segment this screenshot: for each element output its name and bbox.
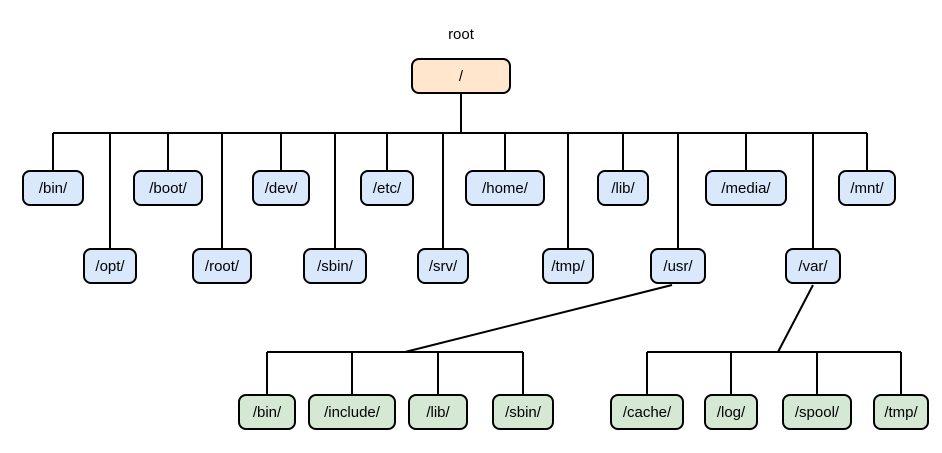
node-var-tmp: /tmp/ [873,394,929,430]
node-srv: /srv/ [417,248,469,284]
node-opt: /opt/ [83,248,137,284]
root-caption: root [448,26,474,43]
node-sbin: /sbin/ [303,248,367,284]
node-tmp: /tmp/ [542,248,594,284]
node-home: /home/ [465,170,545,206]
node-lib: /lib/ [597,170,649,206]
node-var-cache: /cache/ [610,394,684,430]
node-usr-lib: /lib/ [408,394,468,430]
edge-var-diagonal [777,284,814,353]
node-dev: /dev/ [252,170,310,206]
node-var-log: /log/ [704,394,758,430]
node-bin: /bin/ [22,170,84,206]
node-mnt: /mnt/ [838,170,896,206]
node-boot: /boot/ [133,170,203,206]
edge-usr-diagonal [404,284,673,353]
node-usr-sbin: /sbin/ [492,394,554,430]
node-usr-bin: /bin/ [238,394,296,430]
node-var-spool: /spool/ [782,394,852,430]
node-root: / [411,58,511,94]
node-usr: /usr/ [650,248,706,284]
node-etc: /etc/ [360,170,414,206]
node-root-dir: /root/ [192,248,252,284]
node-var: /var/ [785,248,841,284]
node-media: /media/ [705,170,787,206]
node-usr-include: /include/ [308,394,396,430]
